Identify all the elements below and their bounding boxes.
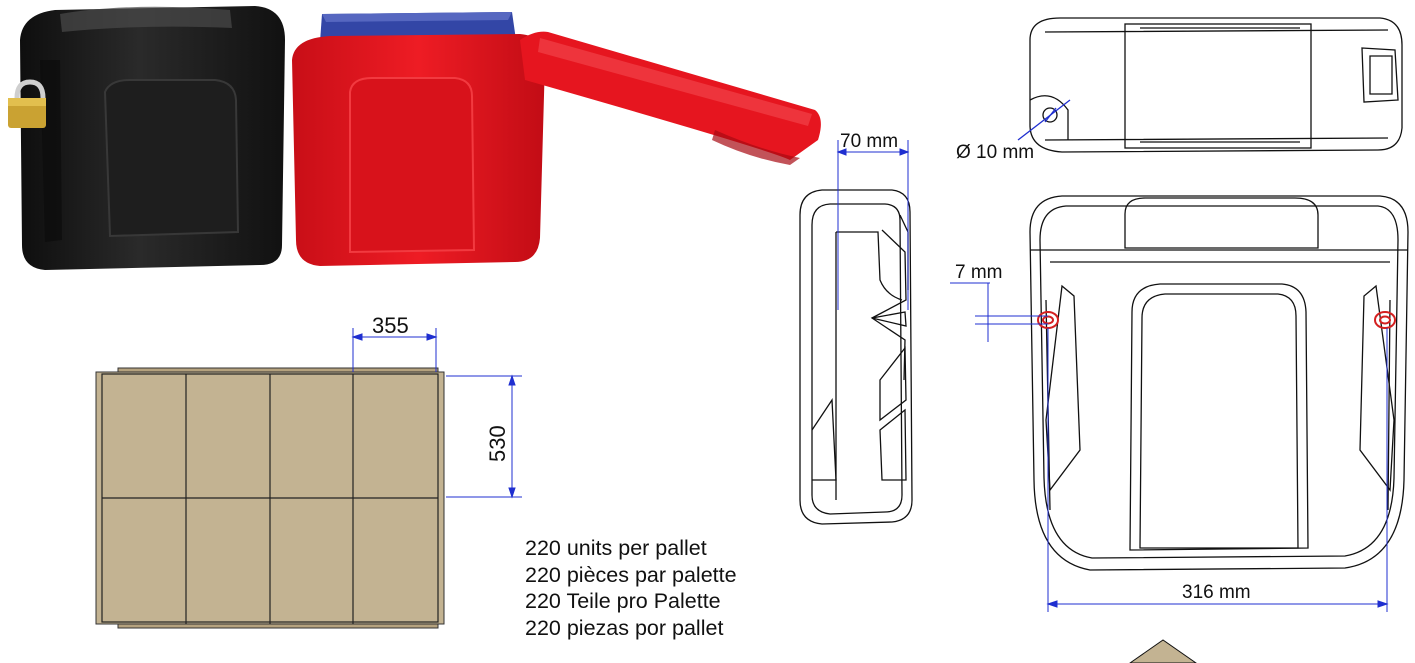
hole-gap-label: 7 mm [955, 262, 1003, 283]
pallet-height-label: 530 [485, 425, 510, 462]
black-box [8, 6, 285, 270]
pallet-width-label: 355 [372, 313, 409, 338]
depth-dimension [836, 140, 910, 310]
red-box [292, 12, 821, 266]
width-label: 316 mm [1182, 582, 1251, 603]
hole-gap-dimension [950, 282, 1048, 342]
pallet-info-de: 220 Teile pro Palette [525, 589, 721, 613]
product-photo [8, 6, 821, 270]
width-dimension [1046, 328, 1389, 612]
hole-diameter-label: Ø 10 mm [956, 142, 1034, 163]
pallet-info-en: 220 units per pallet [525, 536, 707, 560]
pallet-info: 220 units per pallet 220 pièces par pale… [525, 535, 737, 641]
pallet-corner-preview [1129, 639, 1197, 663]
depth-label: 70 mm [840, 131, 898, 152]
hole-dimension [1017, 99, 1071, 141]
pallet-info-fr: 220 pièces par palette [525, 562, 737, 587]
pallet-info-es: 220 piezas por pallet [525, 615, 724, 640]
pallet-grid [101, 373, 439, 624]
